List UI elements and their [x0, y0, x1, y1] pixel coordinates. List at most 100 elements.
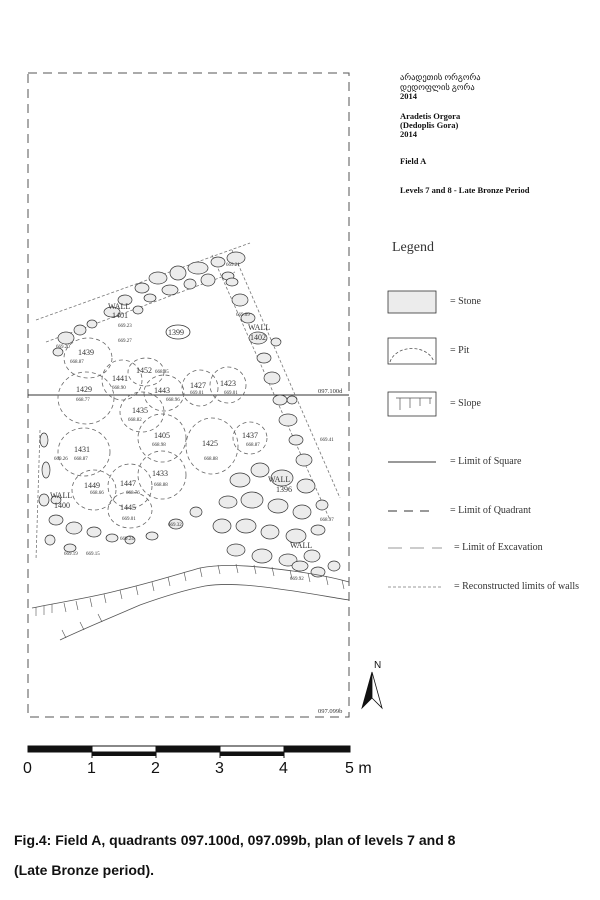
spot-level: 669.41 — [320, 438, 334, 443]
spot-level: 669.24 — [120, 537, 134, 542]
spot-level: 668.97 — [320, 518, 334, 523]
scale-bar — [27, 745, 351, 758]
pits — [57, 324, 268, 529]
stone-cluster-wall-1402 — [225, 277, 313, 467]
wall-num: 1400 — [54, 501, 70, 510]
spot-level: 669.23 — [118, 324, 132, 329]
pit-number: 1449 — [84, 481, 100, 490]
pit-elevation: 668.77 — [76, 398, 90, 403]
legend-slope-swatch — [387, 391, 437, 417]
pit-elevation: 668.87 — [74, 457, 88, 462]
legend-stone-swatch — [387, 290, 437, 314]
legend-swatches — [387, 290, 442, 588]
quadrant-bottom-label: 097.099b — [318, 708, 342, 715]
pit-1435 — [119, 391, 165, 433]
figure-caption-line1: Fig.4: Field A, quadrants 097.100d, 097.… — [14, 832, 456, 848]
north-arrow: N — [361, 660, 383, 710]
wall-label: WALL — [50, 491, 72, 500]
wall-num: 1396 — [276, 485, 292, 494]
figure-caption-line2: (Late Bronze period). — [14, 862, 155, 878]
pit-elevation: 668.76 — [126, 491, 140, 496]
pit-number: 1441 — [112, 374, 128, 383]
pit-elevation: 668.66 — [90, 491, 104, 496]
header-levels: Levels 7 and 8 - Late Bronze Period — [400, 185, 530, 195]
pit-number: 1423 — [220, 379, 236, 388]
wall-label: WALL — [108, 302, 130, 311]
pit-elevation: 669.01 — [224, 391, 238, 396]
pit-elevation: 668.96 — [166, 398, 180, 403]
pit-1439 — [63, 337, 113, 379]
legend-item-quadrant: = Limit of Quadrant — [450, 505, 531, 516]
pit-number: 1443 — [154, 386, 170, 395]
pit-elevation: 668.88 — [154, 483, 168, 488]
pit-1425 — [185, 417, 239, 475]
pit-elevation: 668.98 — [152, 443, 166, 448]
pit-number: 1427 — [190, 381, 206, 390]
pit-number: 1437 — [242, 431, 258, 440]
pit-number: 1439 — [78, 348, 94, 357]
pit-1427 — [181, 369, 219, 407]
pit-elevation: 668.88 — [204, 457, 218, 462]
header-site-name: Aradetis Orgora — [400, 111, 461, 121]
pit-number: 1431 — [74, 445, 90, 454]
pit-number: 1399 — [168, 328, 184, 337]
pit-1447 — [107, 463, 153, 509]
pit-labels: 1399 1439 668.87 1441 668.90 1452 668.95… — [70, 328, 260, 522]
wall-label: WALL — [290, 541, 312, 550]
pit-1423 — [209, 366, 247, 404]
pit-1399 — [165, 324, 191, 340]
stone-cluster-wall-1401 — [103, 251, 246, 318]
pit-1443 — [143, 374, 185, 412]
scale-label-4: 4 — [279, 760, 288, 777]
wall-label: WALL — [248, 323, 270, 332]
pit-elevation: 669.01 — [122, 517, 136, 522]
stone-cluster-west — [38, 432, 203, 553]
pit-elevation: 668.95 — [155, 370, 169, 375]
legend-item-stone: = Stone — [450, 296, 481, 307]
wall-label: WALL — [268, 475, 290, 484]
north-label: N — [374, 660, 381, 671]
pit-number: 1429 — [76, 385, 92, 394]
pit-1449 — [71, 469, 117, 511]
pit-number: 1435 — [132, 406, 148, 415]
stone-cluster-wall-1396 — [212, 462, 329, 567]
spot-level: 669.09 — [236, 313, 250, 318]
legend-item-slope: = Slope — [450, 398, 481, 409]
pit-number: 1433 — [152, 469, 168, 478]
pit-1429 — [57, 371, 115, 425]
pit-number: 1425 — [202, 439, 218, 448]
wall-labels: WALL 1401 WALL 1400 WALL 1402 WALL 1396 … — [50, 302, 312, 550]
header-georgian-1: არადეთის ორგორა — [400, 72, 481, 82]
spot-level: 669.32 — [168, 523, 182, 528]
legend-item-square: = Limit of Square — [450, 456, 522, 467]
spot-level: 669.20 — [56, 345, 70, 350]
pit-elevation: 668.87 — [246, 443, 260, 448]
wall-num: 1402 — [250, 333, 266, 342]
pit-elevation: 668.82 — [128, 418, 142, 423]
pit-number: 1405 — [154, 431, 170, 440]
spot-level: 669.27 — [118, 339, 132, 344]
scale-label-2: 2 — [151, 760, 160, 777]
pit-number: 1447 — [120, 479, 136, 488]
pit-elevation: 669.01 — [190, 391, 204, 396]
legend-item-pit: = Pit — [450, 345, 470, 356]
spot-level: 669.21 — [226, 263, 240, 268]
pit-1405 — [137, 413, 187, 463]
header-field: Field A — [400, 156, 427, 166]
pit-elevation: 668.90 — [112, 386, 126, 391]
pit-1452 — [127, 357, 165, 387]
pit-1445 — [107, 491, 153, 529]
header-year: 2014 — [400, 129, 417, 139]
spot-levels: 669.23 669.27 669.26 669.19 669.32 669.2… — [54, 263, 334, 582]
scale-label-0: 0 — [23, 760, 32, 777]
stone-cluster-wall-1400 — [52, 319, 98, 357]
quadrant-top-label: 097.100d — [318, 388, 343, 395]
scale-label-3: 3 — [215, 760, 224, 777]
spot-level: 669.15 — [86, 552, 100, 557]
pit-elevation: 668.87 — [70, 360, 84, 365]
legend-pit-swatch — [387, 337, 437, 365]
header-georgian-year: 2014 — [400, 91, 417, 101]
spot-level: 669.26 — [54, 457, 68, 462]
pit-1441 — [101, 359, 143, 401]
